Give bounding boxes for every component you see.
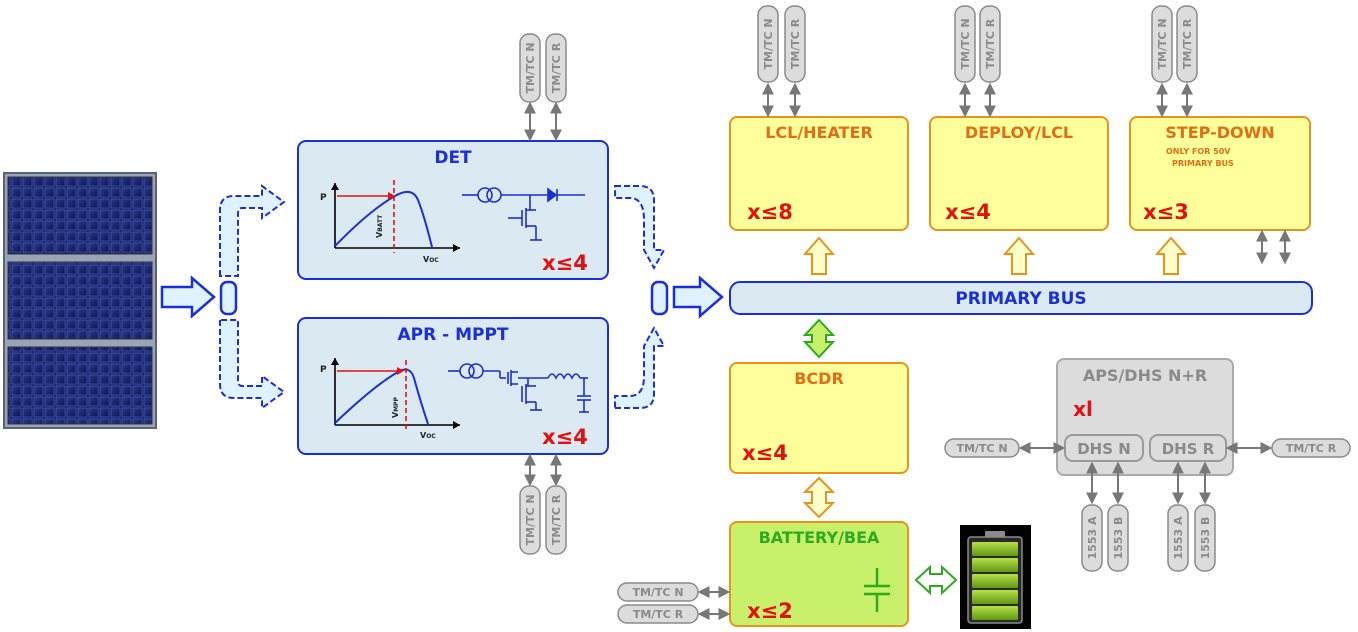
step-down-output-arrows bbox=[1256, 229, 1291, 265]
det-tmtc-n-tag: TM/TC N bbox=[519, 33, 541, 103]
svg-text:1553 B: 1553 B bbox=[1199, 517, 1212, 560]
bcdr-block: BCDR x≤4 bbox=[729, 362, 909, 474]
dhs-n-1553-b-tag: 1553 B bbox=[1107, 504, 1129, 572]
apr-tmtc-r-tag: TM/TC R bbox=[545, 485, 567, 555]
lcl-heater-count: x≤8 bbox=[747, 200, 793, 224]
det-count: x≤4 bbox=[542, 251, 588, 275]
solar-array-image bbox=[3, 172, 157, 429]
svg-text:TM/TC N: TM/TC N bbox=[959, 18, 972, 69]
svg-text:TM/TC R: TM/TC R bbox=[1181, 18, 1194, 69]
bcdr-battery-arrow bbox=[802, 476, 836, 519]
splitter-to-det-arrow bbox=[219, 184, 286, 277]
dhs-r-1553-a-tag: 1553 A bbox=[1167, 504, 1189, 572]
svg-text:TM/TC N: TM/TC N bbox=[1156, 18, 1169, 69]
step-down-block: STEP-DOWN ONLY FOR 50V PRIMARY BUS x≤3 bbox=[1129, 116, 1311, 231]
capacitor-symbol bbox=[864, 568, 890, 612]
svg-text:TM/TC N: TM/TC N bbox=[762, 18, 775, 69]
battery-image-arrow bbox=[914, 564, 958, 596]
apr-to-merger-arrow bbox=[614, 325, 666, 409]
det-to-merger-arrow bbox=[614, 185, 666, 271]
apr-circuit-schematic bbox=[448, 363, 591, 413]
battery-tmtc-n-tag: TM/TC N bbox=[617, 582, 699, 602]
aps-dhs-block: APS/DHS N+R xl DHS N DHS R bbox=[1056, 358, 1234, 476]
lcl-heater-title: LCL/HEATER bbox=[765, 123, 873, 142]
bcdr-count: x≤4 bbox=[742, 441, 788, 465]
battery-tmtc-r-tag: TM/TC R bbox=[617, 604, 699, 624]
deploy-lcl-tmtc-r-tag: TM/TC R bbox=[979, 5, 1001, 83]
svg-text:TM/TC R: TM/TC R bbox=[1286, 442, 1337, 455]
battery-bea-block: BATTERY/BEA x≤2 bbox=[729, 521, 909, 627]
apr-count: x≤4 bbox=[542, 425, 588, 449]
output-merger bbox=[650, 280, 669, 316]
lcl-heater-tmtc-r-tag: TM/TC R bbox=[784, 5, 806, 83]
step-down-tmtc-n-tag: TM/TC N bbox=[1151, 5, 1173, 83]
step-down-title: STEP-DOWN bbox=[1165, 123, 1274, 142]
svg-text:TM/TC N: TM/TC N bbox=[524, 494, 537, 545]
svg-text:TM/TC R: TM/TC R bbox=[550, 42, 563, 93]
dhs-n-1553-a-tag: 1553 A bbox=[1081, 504, 1103, 572]
bus-bcdr-arrow bbox=[802, 318, 836, 359]
step-down-note-1: ONLY FOR 50V bbox=[1166, 147, 1231, 156]
battery-bea-title: BATTERY/BEA bbox=[759, 528, 880, 547]
battery-bea-count: x≤2 bbox=[747, 599, 793, 623]
apr-pv-curve-plot: P VMPP VOC bbox=[320, 358, 460, 440]
svg-text:TM/TC N: TM/TC N bbox=[632, 586, 683, 599]
aps-tmtc-n-tag: TM/TC N bbox=[944, 438, 1020, 458]
svg-text:TM/TC R: TM/TC R bbox=[984, 18, 997, 69]
splitter-to-apr-arrow bbox=[219, 319, 286, 410]
primary-bus-label: PRIMARY BUS bbox=[955, 289, 1086, 309]
lcl-heater-block: LCL/HEATER x≤8 bbox=[729, 116, 909, 231]
deploy-lcl-tmtc-n-tag: TM/TC N bbox=[954, 5, 976, 83]
svg-text:TM/TC R: TM/TC R bbox=[789, 18, 802, 69]
aps-dhs-title: APS/DHS N+R bbox=[1083, 366, 1207, 385]
det-pv-curve-plot: P VBATT VOC bbox=[320, 180, 460, 264]
tmtc-tags: TM/TC N TM/TC R TM/TC N TM/TC R TM/TC N … bbox=[519, 5, 1351, 624]
panel-to-splitter-arrow bbox=[160, 275, 216, 319]
lcl-heater-tmtc-n-tag: TM/TC N bbox=[757, 5, 779, 83]
tmtc-links bbox=[524, 82, 1273, 620]
det-tmtc-r-tag: TM/TC R bbox=[545, 33, 567, 103]
bus-to-deploy-lcl-arrow bbox=[1002, 236, 1036, 275]
battery-icon bbox=[960, 525, 1031, 629]
dhs-n-label: DHS N bbox=[1077, 440, 1131, 458]
apr-mppt-block: APR - MPPT P VMPP VOC bbox=[297, 317, 609, 455]
deploy-lcl-title: DEPLOY/LCL bbox=[965, 123, 1073, 142]
svg-text:1553 A: 1553 A bbox=[1086, 516, 1099, 559]
primary-bus: PRIMARY BUS bbox=[729, 281, 1313, 315]
det-axis-x-label: VOC bbox=[423, 255, 439, 264]
apr-axis-x-label: VOC bbox=[420, 431, 436, 440]
det-circuit-schematic bbox=[462, 187, 585, 241]
step-down-tmtc-r-tag: TM/TC R bbox=[1176, 5, 1198, 83]
deploy-lcl-count: x≤4 bbox=[945, 200, 991, 224]
det-axis-y-label: P bbox=[320, 193, 327, 203]
apr-tmtc-n-tag: TM/TC N bbox=[519, 485, 541, 555]
step-down-count: x≤3 bbox=[1143, 200, 1189, 224]
apr-axis-y-label: P bbox=[320, 365, 327, 375]
det-block: DET P VBATT VOC bbox=[297, 140, 609, 280]
dhs-r-1553-b-tag: 1553 B bbox=[1194, 504, 1216, 572]
svg-text:TM/TC N: TM/TC N bbox=[524, 42, 537, 93]
input-splitter bbox=[219, 280, 238, 316]
aps-tmtc-r-tag: TM/TC R bbox=[1271, 438, 1351, 458]
aps-dhs-count: xl bbox=[1073, 397, 1093, 421]
svg-text:TM/TC R: TM/TC R bbox=[550, 494, 563, 545]
bcdr-title: BCDR bbox=[794, 369, 844, 388]
step-down-note-2: PRIMARY BUS bbox=[1172, 159, 1234, 168]
bus-to-step-down-arrow bbox=[1154, 236, 1188, 275]
apr-title: APR - MPPT bbox=[397, 325, 508, 345]
apr-vline-label: VMPP bbox=[391, 396, 400, 418]
svg-text:TM/TC N: TM/TC N bbox=[956, 442, 1007, 455]
bus-to-lcl-heater-arrow bbox=[802, 236, 836, 275]
deploy-lcl-block: DEPLOY/LCL x≤4 bbox=[929, 116, 1109, 231]
det-vline-label: VBATT bbox=[375, 214, 384, 238]
svg-text:1553 A: 1553 A bbox=[1172, 516, 1185, 559]
dhs-r-label: DHS R bbox=[1162, 440, 1215, 458]
merger-to-bus-arrow bbox=[672, 275, 724, 319]
svg-text:1553 B: 1553 B bbox=[1112, 517, 1125, 560]
svg-text:TM/TC R: TM/TC R bbox=[633, 608, 684, 621]
det-title: DET bbox=[434, 148, 472, 168]
